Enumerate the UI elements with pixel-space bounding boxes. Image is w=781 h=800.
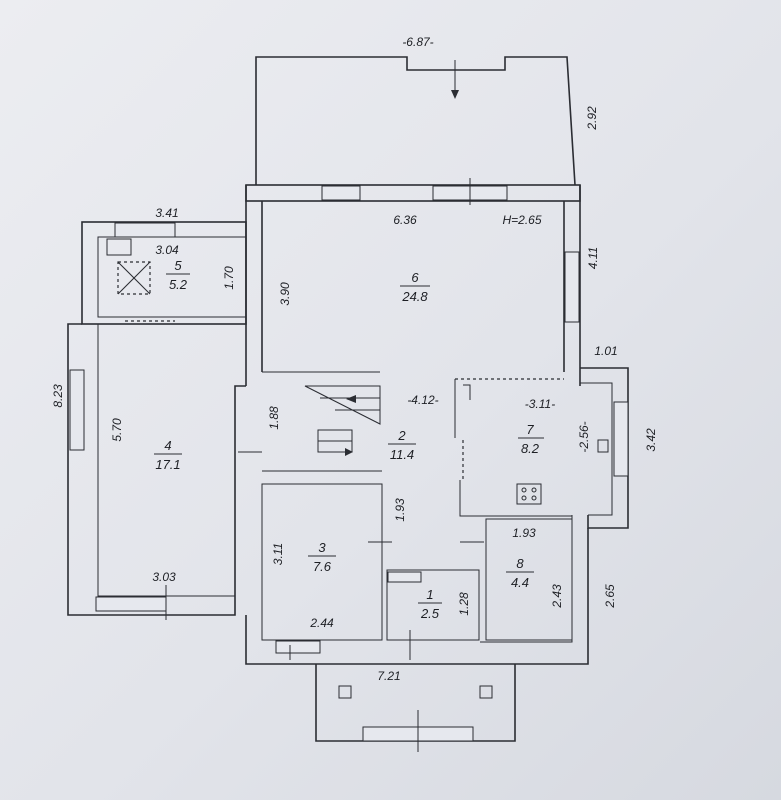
outer-walls (67, 178, 629, 752)
dim-hall-depth: 1.93 (393, 498, 407, 522)
room-6-number: 6 (411, 270, 419, 285)
dim-room4-width: 3.03 (152, 570, 176, 584)
room-4-number: 4 (164, 438, 171, 453)
dim-porch-width: 7.21 (377, 669, 400, 683)
dim-room6-width: 6.36 (393, 213, 417, 227)
room-8-area: 4.4 (511, 575, 529, 590)
room-2-number: 2 (397, 428, 406, 443)
dim-room8-depth: 2.43 (550, 584, 564, 609)
room-1-number: 1 (426, 587, 433, 602)
dim-room6-right: 4.11 (586, 247, 600, 269)
dim-room7-width: -3.11- (525, 397, 555, 411)
window-room3 (275, 640, 321, 654)
sink-icon (106, 238, 132, 256)
terrace (255, 56, 576, 186)
room-8-number: 8 (516, 556, 524, 571)
dim-terrace-depth: 2.92 (585, 106, 599, 131)
window-room4-bottom (95, 596, 167, 612)
dim-terrace-width: -6.87- (402, 35, 433, 49)
window-room1 (387, 571, 422, 583)
dim-room8-width: 1.93 (512, 526, 536, 540)
stove-icon (516, 483, 542, 505)
room-6-area: 24.8 (401, 289, 428, 304)
dim-room1-depth: 1.28 (457, 592, 471, 616)
dim-room3-depth: 3.11 (271, 543, 285, 565)
window-room6-left (321, 185, 361, 201)
dim-ceiling-height: H=2.65 (502, 213, 541, 227)
dim-room6-depth: 3.90 (278, 282, 292, 306)
dim-room5-width: 3.04 (155, 243, 179, 257)
room-5-number: 5 (174, 258, 182, 273)
room-1-area: 2.5 (420, 606, 440, 621)
partitions (106, 238, 609, 660)
room-7-number: 7 (526, 422, 534, 437)
window-room5 (114, 222, 176, 238)
dim-room4-depth: 5.70 (110, 418, 124, 442)
dim-room7-outer: 3.42 (644, 428, 658, 452)
room-5-area: 5.2 (169, 277, 188, 292)
dim-room7-depth: -2.56- (577, 421, 591, 452)
room-4-area: 17.1 (155, 457, 180, 472)
dim-room5-depth: 1.70 (222, 266, 236, 290)
room-labels: 6 24.8 5 5.2 4 17.1 2 11.4 7 8.2 3 7.6 1… (154, 258, 544, 621)
dim-room5-outer: 3.41 (155, 206, 178, 220)
shower-icon (117, 261, 151, 295)
dim-stair-depth: 1.88 (267, 406, 281, 430)
dim-left-total: 8.23 (51, 384, 65, 408)
room-3-area: 7.6 (313, 559, 332, 574)
window-room4-left (69, 369, 85, 451)
room-7-area: 8.2 (521, 441, 540, 456)
dim-room7-offset: 1.01 (594, 344, 617, 358)
dim-stair-width: -4.12- (407, 393, 438, 407)
dim-room3-width: 2.44 (309, 616, 334, 630)
window-room6-side (564, 251, 580, 323)
dim-room8-outer: 2.65 (603, 584, 617, 609)
room-3-number: 3 (318, 540, 326, 555)
room-2-area: 11.4 (390, 447, 414, 462)
window-room7 (613, 401, 629, 477)
dimension-labels: -6.87- 2.92 6.36 H=2.65 4.11 3.90 3.41 3… (51, 35, 658, 683)
